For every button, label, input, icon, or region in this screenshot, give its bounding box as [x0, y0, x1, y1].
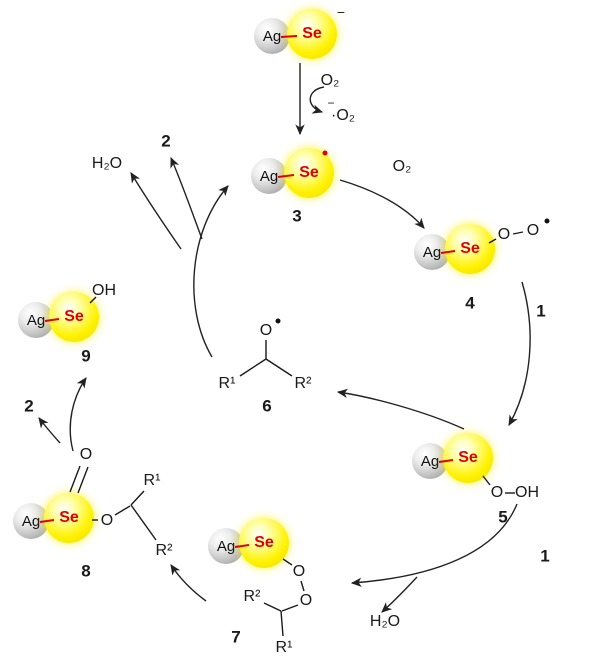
bond-c-r1: [280, 610, 284, 637]
species-7-o2: O: [299, 592, 313, 609]
se-ball: Se: [287, 9, 337, 59]
species-5-label: 5: [498, 507, 508, 527]
arrow-2-out-top: [170, 156, 203, 240]
se-ball: Se: [49, 292, 99, 342]
radical-dot-o4: [544, 218, 550, 224]
se-symbol: Se: [302, 25, 322, 42]
se-ball: Se: [443, 433, 493, 483]
ag-symbol: Ag: [216, 537, 236, 555]
arrow-5-to-7: [350, 503, 518, 587]
species-6-o: O: [259, 322, 273, 339]
species-8-r1: R¹: [143, 472, 161, 489]
arrow-2-out-left: [38, 417, 61, 444]
ag-ball: Ag: [412, 443, 448, 479]
arrow-h2o-out-bottom: [381, 576, 418, 613]
species-7-r1: R¹: [275, 639, 293, 656]
species-6-r1: R¹: [218, 375, 236, 392]
product-2-left: 2: [24, 396, 34, 416]
bond-c-r2: [130, 504, 157, 541]
bond-se-o-double-2: [77, 466, 89, 494]
arrow-6-to-3: [193, 185, 229, 358]
radical-dot-o6: [275, 318, 281, 324]
bond-c-r2: [265, 358, 293, 377]
species-7-r2: R²: [243, 588, 261, 605]
bond-se-o: [482, 475, 491, 486]
product-2-upper: 2: [161, 131, 171, 151]
se-symbol: Se: [460, 240, 480, 257]
se-symbol: Se: [299, 164, 319, 181]
bond-o-c: [281, 604, 299, 612]
reagent-1-upper: 1: [536, 301, 546, 321]
bond-se-o-double-1: [69, 465, 81, 493]
superoxide-label: ·O₂: [331, 107, 355, 124]
species-6-label: 6: [262, 396, 272, 416]
se-ball: Se: [239, 518, 289, 568]
arrow-3-to-4: [339, 179, 425, 229]
species-5-o: O: [490, 484, 504, 501]
ag-ball: Ag: [254, 18, 290, 54]
species-8-label: 8: [81, 561, 91, 581]
anion-charge: −: [336, 4, 346, 20]
se-ball: Se: [284, 148, 334, 198]
o2-label-top: O₂: [320, 72, 340, 89]
arrow-7-to-8: [170, 564, 207, 602]
o2-label-mid: O₂: [392, 158, 412, 175]
ag-symbol: Ag: [21, 512, 41, 530]
ag-symbol: Ag: [262, 27, 282, 45]
bond-c-r2: [263, 602, 282, 612]
species-9-label: 9: [81, 346, 91, 366]
species-8-r2: R²: [155, 542, 173, 559]
species-6-r2: R²: [294, 375, 312, 392]
species-8-o-ester: O: [100, 512, 114, 529]
ag-symbol: Ag: [422, 243, 442, 261]
h2o-label-lower: H₂O: [369, 613, 401, 630]
se-symbol: Se: [59, 509, 79, 526]
h2o-label-upper: H₂O: [91, 155, 123, 172]
species-5-oh: OH: [515, 484, 539, 501]
bond-se-o: [282, 558, 293, 566]
bond-o-c: [114, 505, 131, 516]
se-ball: Se: [44, 493, 94, 543]
arrow-o2-in-superoxide-out: [309, 86, 325, 114]
species-4-o2: O: [526, 222, 540, 239]
se-symbol: Se: [64, 308, 84, 325]
arrow-4-to-5: [508, 281, 531, 426]
arrow-8-to-9: [69, 377, 87, 452]
arrow-h2o-out-top: [130, 172, 182, 250]
bond-c-r1: [130, 490, 145, 506]
ag-ball: Ag: [251, 158, 287, 194]
ag-symbol: Ag: [420, 452, 440, 470]
species-8-o-double: O: [79, 446, 93, 463]
species-4-o1: O: [497, 226, 511, 243]
se-ball: Se: [445, 224, 495, 274]
bond-o-o: [300, 580, 305, 592]
se-symbol: Se: [458, 449, 478, 466]
species-3-label: 3: [292, 206, 302, 226]
ag-symbol: Ag: [26, 311, 46, 329]
se-symbol: Se: [254, 534, 274, 551]
species-9-oh: OH: [92, 282, 116, 299]
bond-c-r1: [239, 358, 267, 377]
species-4-label: 4: [465, 293, 475, 313]
reagent-1-lower: 1: [540, 546, 550, 566]
species-7-o1: O: [292, 563, 306, 580]
radical-dot-se3: [322, 150, 328, 156]
superoxide-charge: −: [327, 96, 335, 110]
ag-symbol: Ag: [259, 167, 279, 185]
species-7-label: 7: [231, 627, 241, 647]
bond-o-o: [512, 231, 524, 235]
arrow-to-6: [336, 388, 465, 430]
